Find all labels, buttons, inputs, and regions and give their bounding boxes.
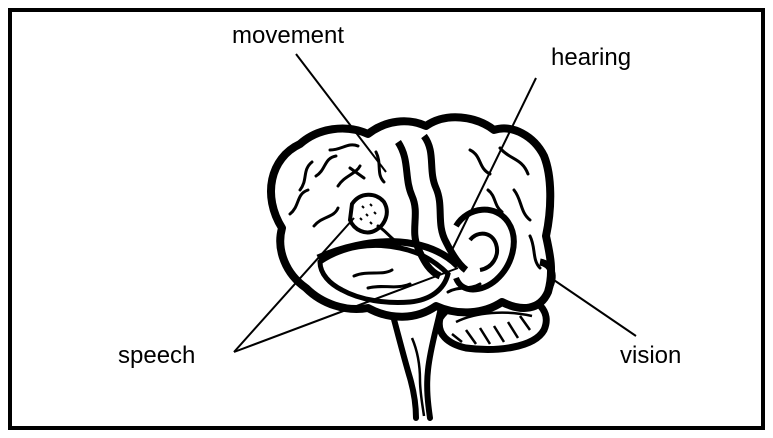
vision-leader-line xyxy=(548,276,636,336)
label-speech: speech xyxy=(118,344,195,368)
brain-stem xyxy=(392,312,440,418)
label-vision: vision xyxy=(620,344,681,368)
label-movement: movement xyxy=(232,24,344,48)
cerebrum-outline xyxy=(271,117,551,316)
label-hearing: hearing xyxy=(551,46,631,70)
